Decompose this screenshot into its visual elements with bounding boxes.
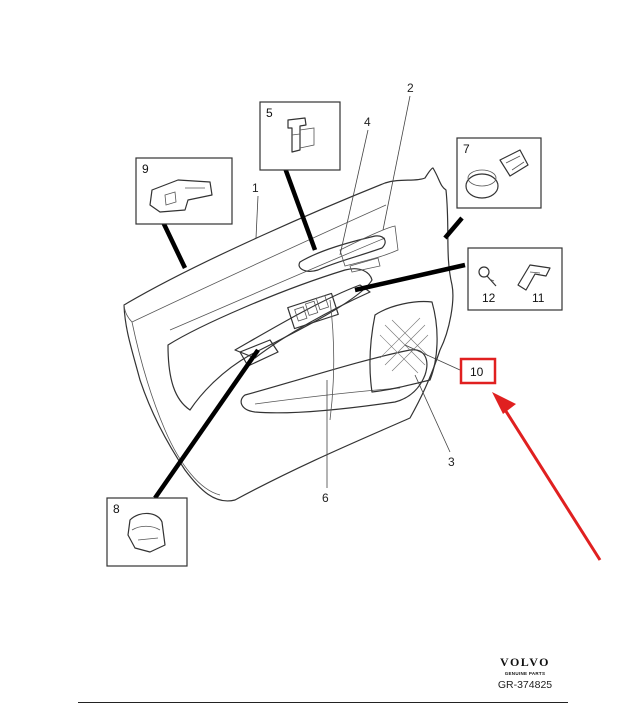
spring-clip-icon <box>517 264 551 291</box>
detail-box-12-number: 12 <box>482 291 496 305</box>
bottom-divider <box>78 702 568 703</box>
door-trim-panel <box>123 167 454 502</box>
highlight-box <box>459 357 497 385</box>
detail-box-5-number: 5 <box>266 106 273 120</box>
reference-code: GR-374825 <box>497 679 553 691</box>
detail-pointers <box>153 167 466 500</box>
door-handle <box>298 235 386 272</box>
highlighted-part-number: 10 <box>470 365 484 379</box>
red-arrow-icon <box>492 392 602 561</box>
volvo-brand-logo: VOLVO GENUINE PARTS <box>480 655 570 676</box>
callout-3: 3 <box>448 455 455 469</box>
callout-leaders <box>255 95 451 488</box>
detail-box-8-number: 8 <box>113 502 120 516</box>
push-clip-icon <box>287 117 315 153</box>
speaker-grille <box>369 300 438 393</box>
detail-box-7-number: 7 <box>463 142 470 156</box>
detail-box-9-number: 9 <box>142 162 149 176</box>
push-rivet-icon <box>465 149 529 199</box>
callout-2: 2 <box>407 81 414 95</box>
highlighted-part-10: 10 <box>404 344 497 385</box>
detail-box-5: 5 <box>259 101 341 171</box>
detail-box-12-11: 12 11 <box>467 247 563 311</box>
door-pocket <box>240 349 428 414</box>
detail-box-7: 7 <box>456 137 542 209</box>
retainer-clip-icon <box>127 512 166 553</box>
detail-box-9: 9 <box>135 157 233 225</box>
brand-subtitle: GENUINE PARTS <box>504 671 546 676</box>
callout-6: 6 <box>322 491 329 505</box>
callout-1: 1 <box>252 181 259 195</box>
callout-4: 4 <box>364 115 371 129</box>
brand-name: VOLVO <box>500 655 550 669</box>
screw-icon <box>478 266 497 287</box>
bracket-clip-icon <box>149 179 213 213</box>
window-switch-panel <box>287 292 339 330</box>
detail-box-11-number: 11 <box>532 291 545 305</box>
detail-box-8: 8 <box>106 497 188 567</box>
